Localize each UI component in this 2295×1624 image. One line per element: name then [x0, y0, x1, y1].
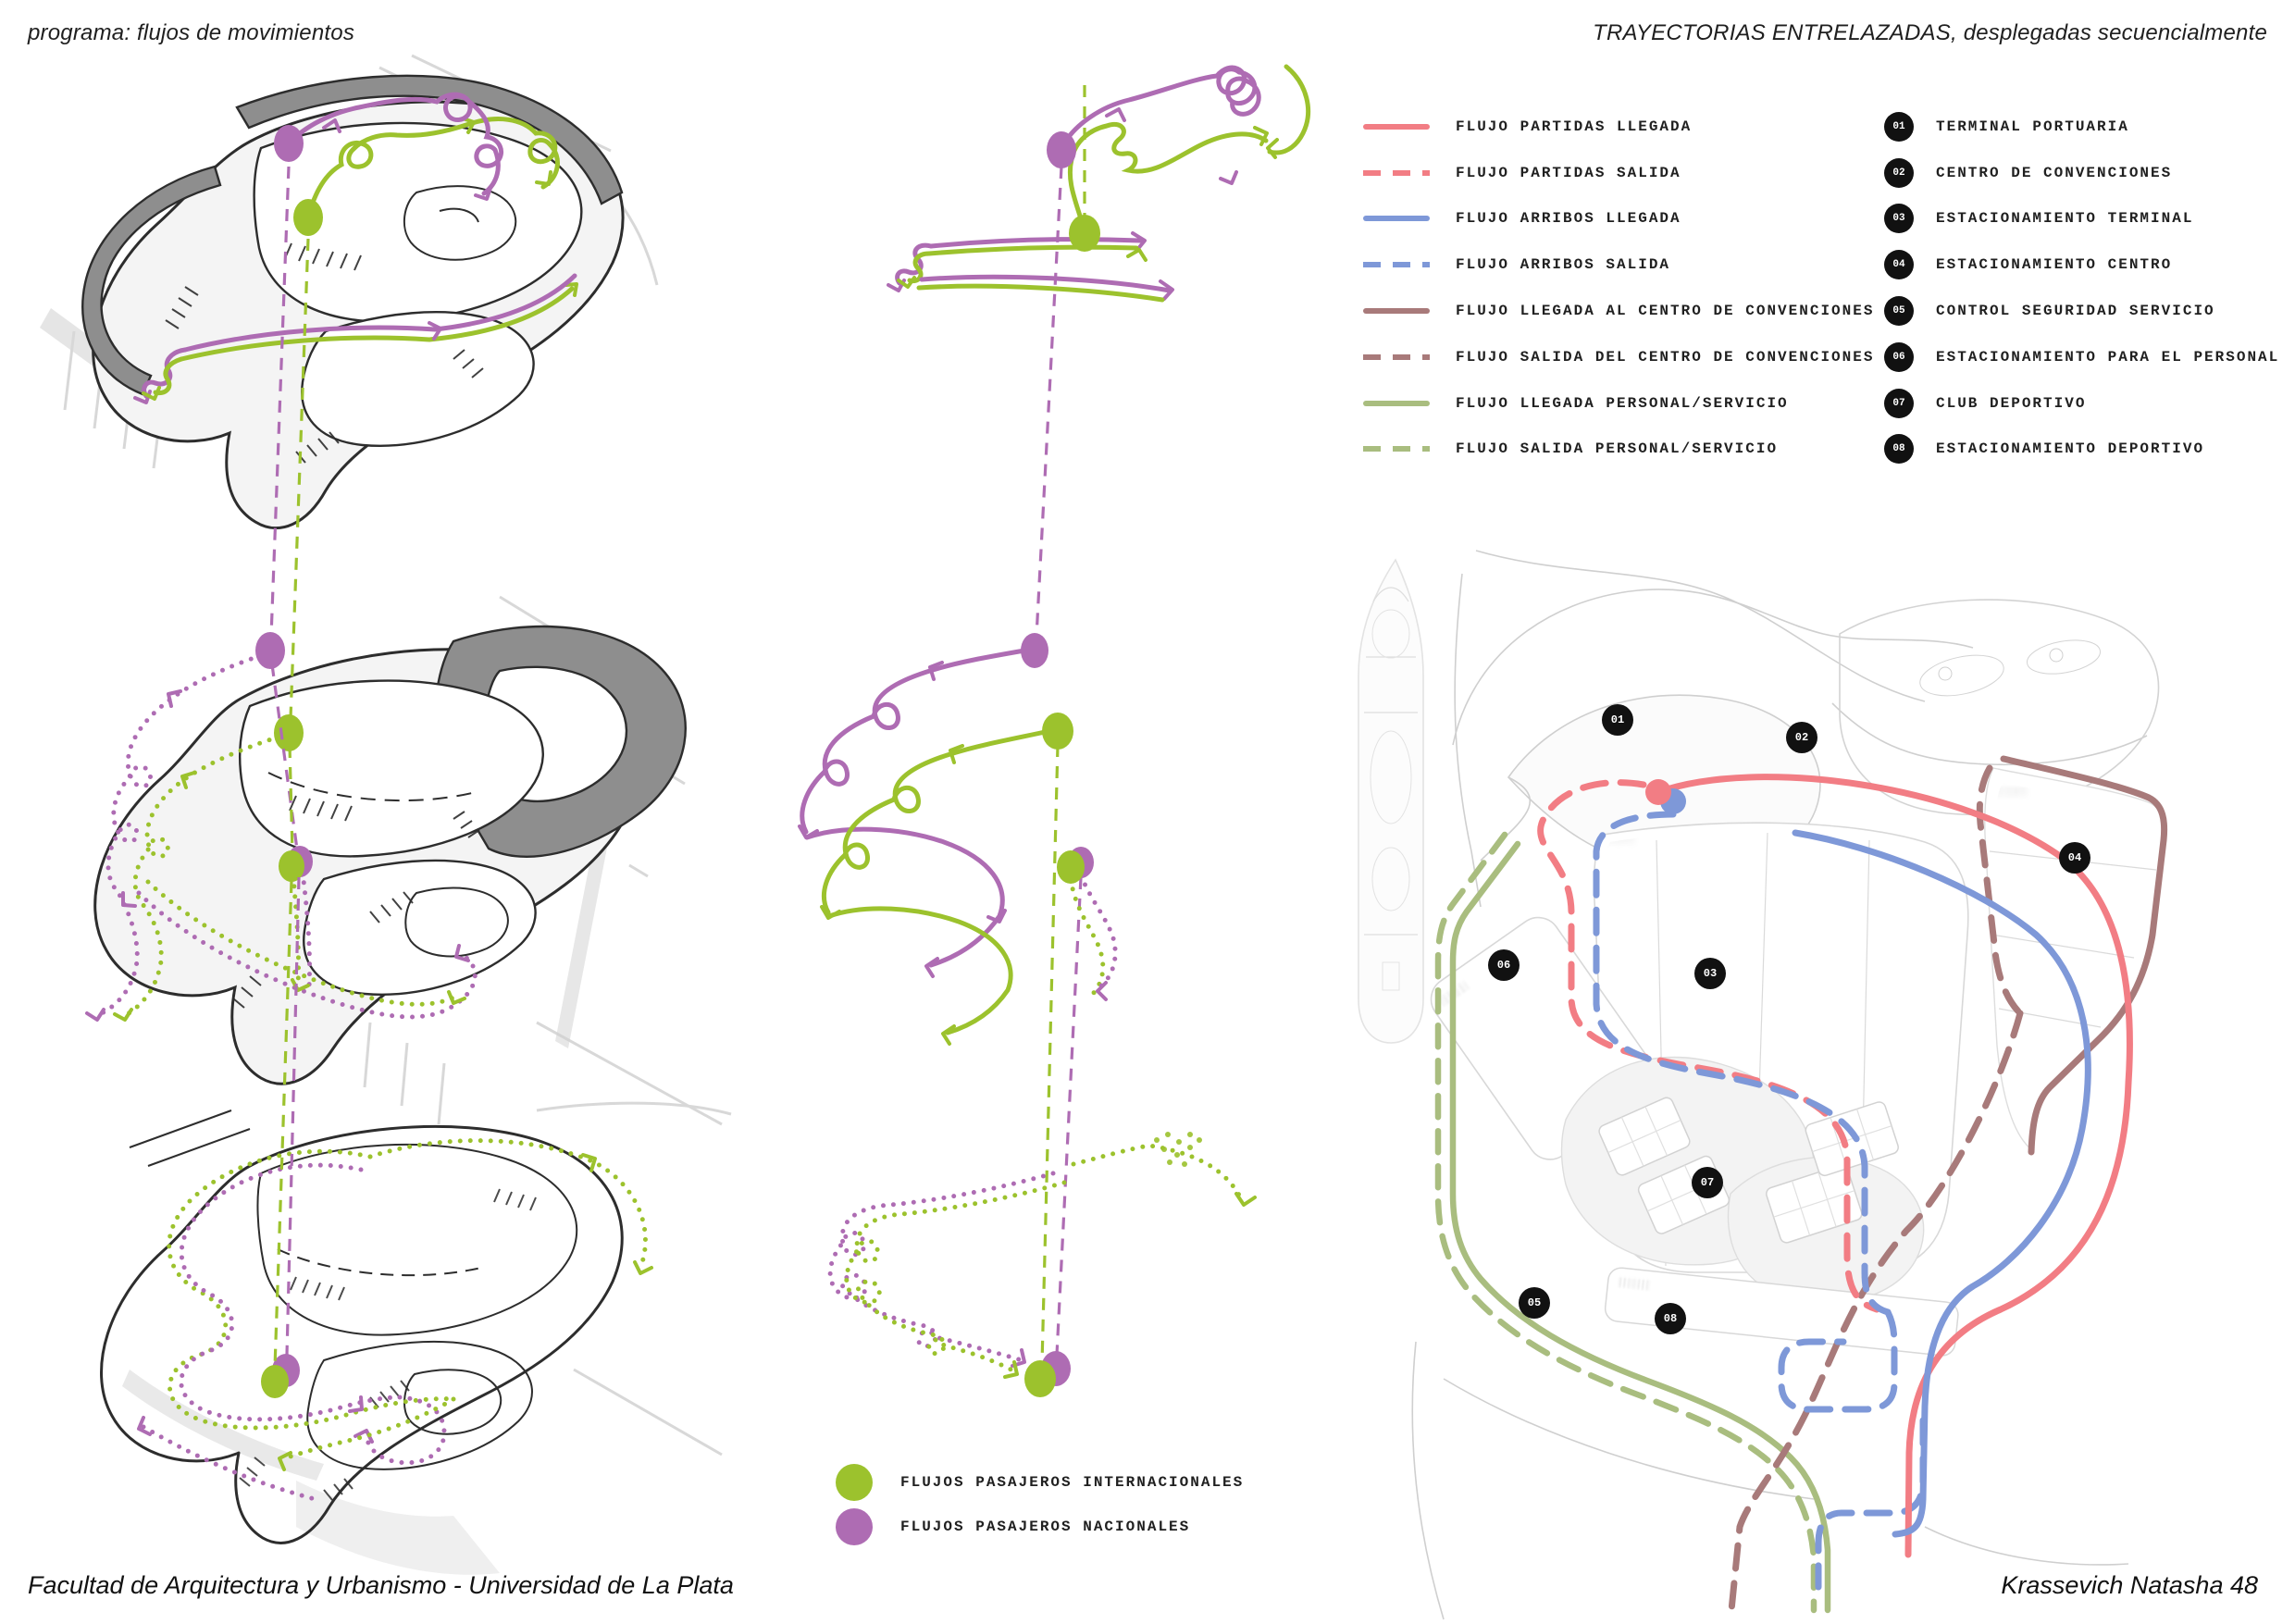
interlaced-trajectories-diagram	[798, 64, 1311, 1397]
route-arribos-salida	[1593, 811, 1892, 1316]
site-marker-terminal: 01	[1602, 704, 1633, 736]
parking-deportivo	[1604, 1267, 1959, 1357]
salida-personal-swatch	[1363, 446, 1430, 452]
site-marker-est-deportivo: 08	[1655, 1303, 1686, 1334]
passenger-flow-legend: FLUJOS PASAJEROS INTERNACIONALES FLUJOS …	[836, 1460, 1244, 1549]
header-board-title: TRAYECTORIAS ENTRELAZADAS, desplegadas s…	[1593, 20, 2267, 45]
national-flow-dot	[836, 1508, 873, 1545]
route-salida-convenciones	[1976, 764, 2024, 1017]
flow-legend-item: FLUJO ARRIBOS SALIDA	[1363, 242, 1874, 288]
partidas-entry-dot	[1645, 779, 1671, 805]
flow-legend-item: FLUJO LLEGADA PERSONAL/SERVICIO	[1363, 380, 1874, 427]
location-badge: 01	[1884, 111, 1914, 142]
site-marker-control: 05	[1519, 1287, 1550, 1319]
axonometric-level-3	[100, 1101, 732, 1575]
location-badge: 04	[1884, 250, 1914, 280]
arribos-salida-swatch	[1363, 262, 1430, 268]
site-marker-club: 07	[1692, 1167, 1723, 1198]
location-badge: 07	[1884, 388, 1914, 418]
partidas-salida-swatch	[1363, 169, 1430, 176]
footer-institution: Facultad de Arquitectura y Urbanismo - U…	[28, 1571, 734, 1599]
flow-legend-item: FLUJO SALIDA PERSONAL/SERVICIO	[1363, 427, 1874, 473]
location-legend-item: 07 CLUB DEPORTIVO	[1884, 380, 2279, 427]
header-program-title: programa: flujos de movimientos	[28, 20, 355, 45]
location-legend-item: 06 ESTACIONAMIENTO PARA EL PERSONAL	[1884, 334, 2279, 380]
llegada-convenciones-swatch	[1363, 308, 1430, 315]
location-legend: 01 TERMINAL PORTUARIA 02 CENTRO DE CONVE…	[1884, 104, 2279, 472]
location-legend-item: 05 CONTROL SEGURIDAD SERVICIO	[1884, 288, 2279, 334]
location-badge: 05	[1884, 296, 1914, 327]
flow-legend-item: FLUJO PARTIDAS SALIDA	[1363, 150, 1874, 196]
site-marker-convenciones: 02	[1786, 722, 1817, 753]
flow-dot-cluster	[1154, 1132, 1202, 1167]
club-deportivo	[1560, 1056, 1925, 1304]
axonometric-level-2	[85, 595, 723, 1126]
site-marker-est-personal: 06	[1488, 949, 1520, 981]
flow-legend-item: FLUJO LLEGADA AL CENTRO DE CONVENCIONES	[1363, 288, 1874, 334]
passenger-legend-item: FLUJOS PASAJEROS NACIONALES	[836, 1505, 1244, 1549]
flow-legend: FLUJO PARTIDAS LLEGADA FLUJO PARTIDAS SA…	[1363, 104, 1874, 472]
location-badge: 03	[1884, 204, 1914, 234]
flow-legend-item: FLUJO SALIDA DEL CENTRO DE CONVENCIONES	[1363, 334, 1874, 380]
location-legend-item: 03 ESTACIONAMIENTO TERMINAL	[1884, 196, 2279, 242]
location-legend-item: 04 ESTACIONAMIENTO CENTRO	[1884, 242, 2279, 288]
location-legend-item: 02 CENTRO DE CONVENCIONES	[1884, 150, 2279, 196]
flow-legend-item: FLUJO ARRIBOS LLEGADA	[1363, 196, 1874, 242]
location-legend-item: 01 TERMINAL PORTUARIA	[1884, 104, 2279, 150]
salida-convenciones-swatch	[1363, 353, 1430, 360]
location-badge: 06	[1884, 341, 1914, 372]
parking-centro	[1984, 767, 2165, 1152]
passenger-legend-item: FLUJOS PASAJEROS INTERNACIONALES	[836, 1460, 1244, 1505]
flow-legend-item: FLUJO PARTIDAS LLEGADA	[1363, 104, 1874, 150]
location-legend-item: 08 ESTACIONAMIENTO DEPORTIVO	[1884, 427, 2279, 473]
llegada-personal-swatch	[1363, 400, 1430, 406]
location-badge: 02	[1884, 157, 1914, 188]
route-partidas-llegada	[1655, 774, 2133, 1558]
cruise-ship	[1358, 558, 1424, 1044]
site-marker-est-centro: 04	[2059, 842, 2090, 874]
location-badge: 08	[1884, 434, 1914, 465]
partidas-llegada-swatch	[1363, 123, 1430, 130]
route-partidas-salida	[1537, 779, 1880, 1313]
footer-credit: Krassevich Natasha 48	[2001, 1571, 2258, 1599]
level-connector-lines	[269, 166, 310, 1369]
route-arribos-llegada	[1792, 829, 2091, 1538]
site-marker-est-terminal: 03	[1694, 958, 1726, 989]
site-plan	[1358, 550, 2168, 1623]
route-llegada-convenciones	[2000, 755, 2168, 1156]
international-flow-dot	[836, 1464, 873, 1501]
arribos-llegada-swatch	[1363, 216, 1430, 222]
axonometric-level-1	[40, 54, 659, 530]
